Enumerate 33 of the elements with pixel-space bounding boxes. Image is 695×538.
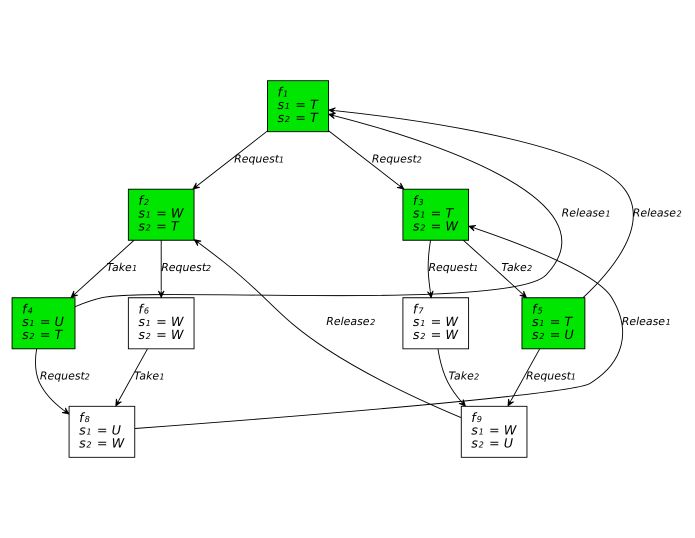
edge-label: Release1 — [622, 315, 671, 328]
arrow — [508, 348, 540, 406]
node-box: f1 s1 = T s2 = T — [267, 80, 330, 132]
node-box: f6 s1 = W s2 = W — [128, 297, 194, 350]
edge-label: Release2 — [632, 206, 682, 220]
arrow — [192, 130, 268, 190]
arrow — [463, 240, 527, 298]
edge-label: Request2 — [40, 369, 90, 382]
node-box: f4 s1 = U s2 = T — [12, 297, 76, 350]
node-box: f9 s1 = W s2 = U — [460, 406, 528, 458]
edge-label: Take1 — [106, 260, 138, 274]
node-box: f7 s1 = W s2 = W — [402, 297, 470, 350]
node-box: f5 s1 = T s2 = U — [521, 297, 586, 350]
edge-label: Release2 — [326, 315, 376, 328]
arrow — [328, 130, 404, 190]
edge-label: Release1 — [562, 206, 611, 220]
node-box: f8 s1 = U s2 = W — [68, 406, 136, 458]
arrow — [115, 348, 148, 406]
node-box: f2 s1 = W s2 = T — [128, 188, 194, 241]
arrow — [74, 112, 562, 308]
edge-label: Request2 — [372, 152, 422, 166]
arrow — [70, 240, 134, 298]
node-box: f3 s1 = T s2 = W — [402, 188, 470, 241]
edge-label: Request1 — [234, 152, 284, 166]
edge-label: Request2 — [161, 260, 212, 274]
arrow — [134, 225, 624, 429]
edge-label: Take1 — [134, 369, 165, 382]
arrow — [35, 348, 70, 414]
edge-label: Request1 — [428, 260, 478, 274]
edge-label: Take2 — [448, 369, 480, 382]
edge-label: Take2 — [501, 260, 532, 274]
edge-label: Request1 — [526, 369, 576, 382]
arrow — [194, 239, 462, 418]
